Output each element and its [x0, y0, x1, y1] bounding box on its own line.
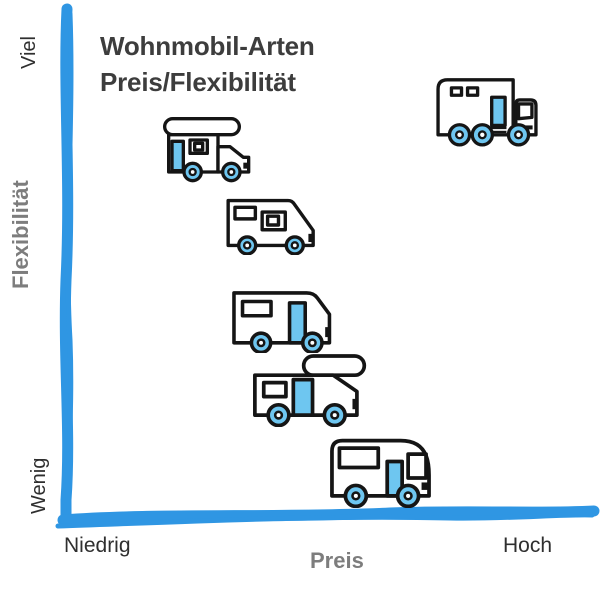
semi-integrated-motorhome-icon — [224, 287, 338, 353]
y-axis-title: Flexibilität — [8, 180, 33, 290]
chart-title-line2: Preis/Flexibilität — [100, 67, 296, 97]
x-axis-title: Preis — [310, 548, 364, 573]
chart-title-line1: Wohnmobil-Arten — [100, 31, 315, 61]
x-axis-min-label: Niedrig — [64, 534, 131, 557]
alcove-motorhome-icon — [246, 353, 368, 427]
pickup-camper-icon — [154, 116, 254, 184]
y-axis-min-label: Wenig — [28, 457, 50, 515]
x-axis-max-label: Hoch — [503, 534, 553, 557]
integrated-motorhome-icon — [323, 433, 435, 508]
y-axis-max-label: Viel — [18, 36, 40, 70]
chart-title: Wohnmobil-Arten Preis/Flexibilität — [100, 28, 315, 100]
campervan-icon — [220, 195, 322, 255]
liner-truck-motorhome-icon — [430, 73, 544, 147]
